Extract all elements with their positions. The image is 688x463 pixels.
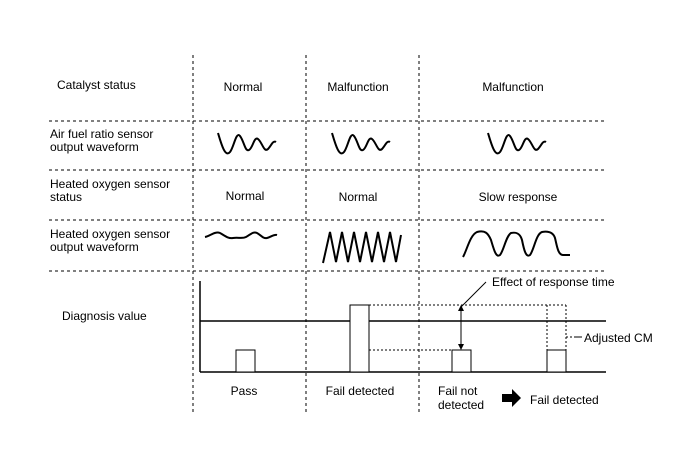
result-pass: Pass — [230, 384, 258, 398]
label-ho2-waveform-line2: output waveform — [50, 240, 139, 254]
label-adjusted-cm: Adjusted CM — [584, 331, 653, 345]
bar-pass — [235, 349, 256, 373]
result-fail-not-line2: detected — [438, 398, 485, 412]
diagnosis-chart — [199, 281, 606, 373]
catalyst-malfunction-1: Malfunction — [327, 80, 389, 94]
af-waveforms — [217, 132, 547, 155]
label-ho2-waveform-line1: Heated oxygen sensor — [50, 227, 171, 241]
label-diagnosis-value: Diagnosis value — [62, 309, 147, 323]
effect-leader — [460, 281, 487, 308]
ho2-status-slow: Slow response — [478, 190, 558, 204]
ho2-waveform-slow — [462, 230, 570, 258]
result-arrow-icon — [502, 389, 521, 407]
label-effect-of-response-time: Effect of response time — [492, 275, 615, 289]
result-fail-not-line1: Fail not — [438, 384, 478, 398]
label-ho2-status-line1: Heated oxygen sensor — [50, 177, 171, 191]
ho2-waveforms — [204, 230, 570, 264]
af-waveform-malfunction-2 — [487, 132, 547, 155]
ho2-status-normal-1: Normal — [225, 189, 265, 203]
grid-lines — [49, 55, 604, 412]
bar-fail-not-detected — [451, 349, 472, 373]
af-waveform-normal — [217, 132, 277, 155]
ho2-status-normal-2: Normal — [338, 190, 378, 204]
dotted-guides — [369, 304, 574, 351]
label-ho2-status-line2: status — [50, 190, 83, 204]
label-af-line2: output waveform — [50, 140, 139, 154]
catalyst-malfunction-2: Malfunction — [482, 80, 544, 94]
bar-fail-detected — [349, 304, 370, 373]
result-fail-detected-2: Fail detected — [530, 393, 599, 407]
bar-fail-detected-adjusted — [546, 349, 567, 373]
ho2-waveform-normal-2 — [322, 231, 402, 264]
catalyst-normal: Normal — [223, 80, 263, 94]
label-catalyst-status: Catalyst status — [57, 78, 136, 92]
ho2-waveform-normal — [204, 231, 278, 240]
af-waveform-malfunction-1 — [331, 132, 391, 155]
arrow-head-down — [458, 344, 464, 350]
result-fail-detected: Fail detected — [325, 384, 395, 398]
label-af-line1: Air fuel ratio sensor — [50, 127, 154, 141]
arrow-head-up — [458, 305, 464, 311]
